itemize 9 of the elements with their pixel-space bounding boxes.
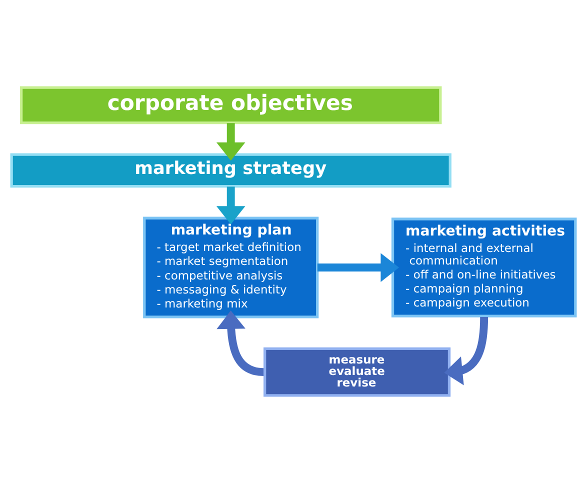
node-box: marketing activities - internal and external communication - off and on-line initiatives - campaign planning - campaign execution: [391, 218, 577, 318]
node-box: marketing strategy: [10, 153, 452, 188]
arrow: [317, 253, 400, 282]
arrow: [216, 123, 246, 161]
arrow: [444, 316, 488, 386]
arrow: [216, 186, 246, 224]
node-box: measure evaluate revise: [264, 347, 451, 397]
node-box: marketing plan - target market definition - market segmentation - competitive analysis - messaging & identity - marketing mix: [143, 216, 319, 318]
node-box: corporate objectives: [20, 86, 442, 124]
